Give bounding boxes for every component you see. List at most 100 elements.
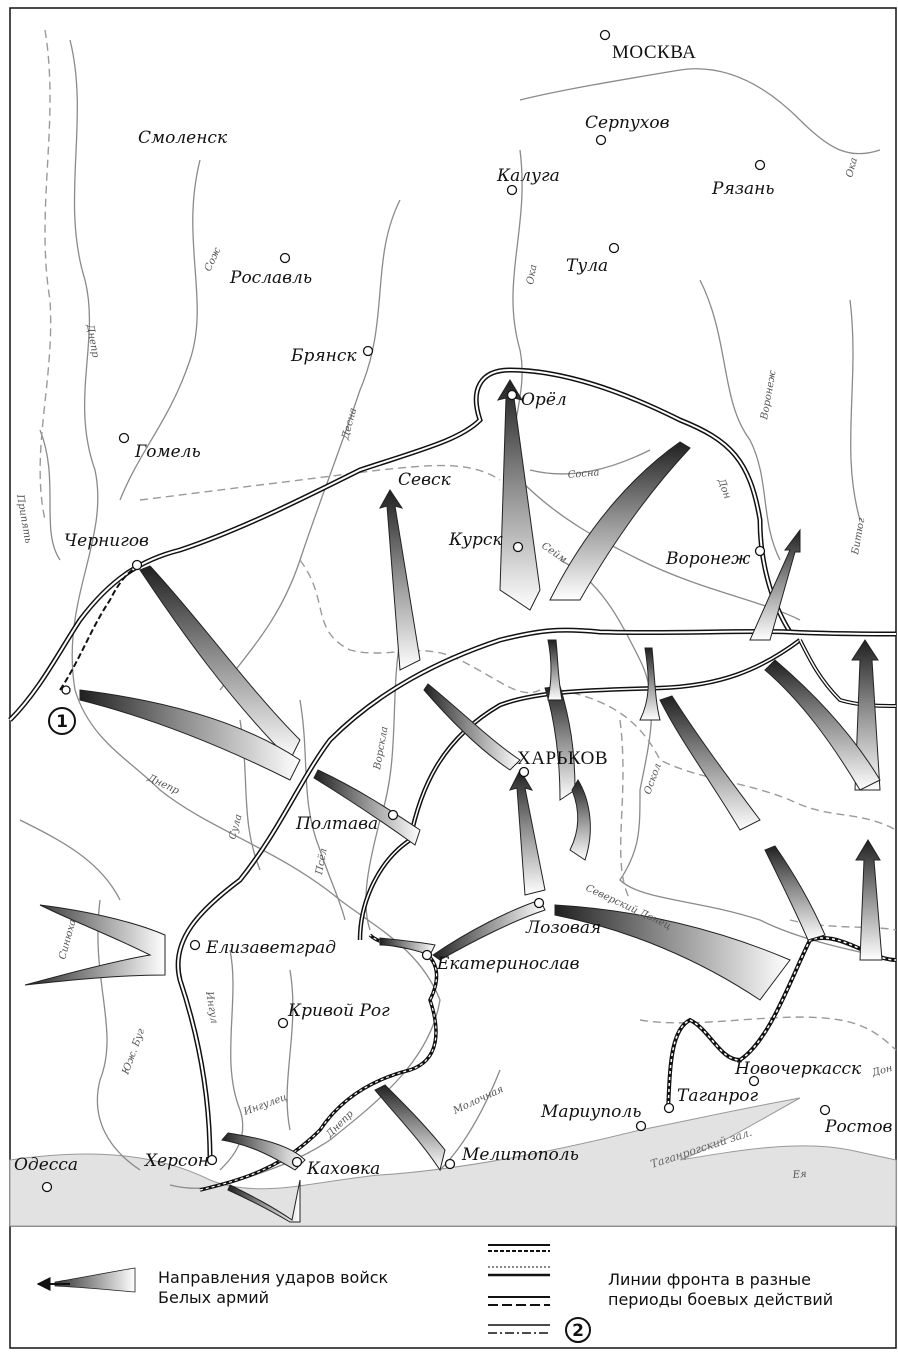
city-dot	[608, 242, 620, 254]
river-label: Ока	[525, 264, 539, 286]
marker-2: 2	[565, 1317, 591, 1343]
marker-1: 1	[48, 707, 76, 735]
attack-arrow	[764, 659, 881, 791]
city-label-kharkov: ХАРЬКОВ	[517, 748, 608, 769]
river-label: Молочная	[451, 1084, 506, 1117]
city-dot	[754, 545, 766, 557]
attack-arrow	[639, 647, 661, 721]
city-dot	[819, 1104, 831, 1116]
attack-arrow	[374, 1084, 446, 1172]
city-dot	[61, 685, 71, 695]
city-label-kaluga: Калуга	[496, 166, 560, 186]
city-label-tula: Тула	[566, 256, 608, 276]
city-dots	[41, 29, 831, 1193]
attack-arrow	[378, 489, 421, 671]
attack-arrow	[509, 768, 546, 896]
city-label-elizavetgrad: Елизаветград	[205, 938, 336, 958]
attack-arrow	[313, 769, 421, 846]
city-labels: МОСКВА Серпухов Калуга Рязань Смоленск Р…	[14, 42, 893, 1179]
city-dot	[444, 1158, 456, 1170]
city-label-smolensk: Смоленск	[138, 128, 228, 148]
marker-1-label: 1	[56, 712, 68, 732]
river-labels: Ока Ока Сож Днепр Десна Воронеж Сосна До…	[14, 156, 894, 1181]
legend-front-line2: периоды боевых действий	[608, 1290, 833, 1309]
legend-front-line-samples	[488, 1244, 550, 1334]
legend-front-line1: Линии фронта в разные	[608, 1270, 811, 1289]
legend: Направления ударов войск Белых армий 2 Л…	[36, 1244, 833, 1343]
city-label-krivoy-rog: Кривой Рог	[287, 1001, 390, 1021]
city-dot	[387, 809, 399, 821]
legend-arrows-line1: Направления ударов войск	[158, 1268, 389, 1287]
city-label-lozovaya: Лозовая	[525, 918, 601, 938]
river-label: Сосна	[567, 467, 600, 481]
attack-arrow	[24, 904, 166, 986]
city-label-ryazan: Рязань	[711, 179, 775, 199]
city-dot	[206, 1154, 218, 1166]
attack-arrow	[855, 839, 883, 961]
river-label: Дон	[870, 1063, 894, 1079]
city-dot	[635, 1120, 647, 1132]
attack-arrow	[749, 528, 801, 641]
marker-2-label: 2	[572, 1321, 584, 1341]
city-dot	[506, 389, 518, 401]
city-label-poltava: Полтава	[295, 814, 378, 834]
city-label-kherson: Херсон	[143, 1151, 209, 1171]
attack-arrow	[764, 845, 826, 941]
city-dot	[131, 559, 143, 571]
sea-of-azov	[9, 1097, 897, 1227]
river-label: Днепр	[324, 1108, 357, 1141]
city-label-ekaterinoslav: Екатеринослав	[436, 954, 580, 974]
legend-arrows-line2: Белых армий	[158, 1288, 269, 1307]
attack-arrows	[24, 379, 883, 1223]
city-dot	[506, 184, 518, 196]
city-label-mariupol: Мариуполь	[540, 1102, 642, 1122]
river-label: Ея	[791, 1169, 807, 1181]
river-label: Сейм	[539, 540, 569, 565]
river-label: Ингул	[203, 990, 220, 1025]
attack-arrow	[659, 695, 761, 831]
attack-arrow	[496, 379, 541, 611]
city-label-taganrog: Таганрог	[677, 1086, 759, 1106]
city-label-rostov: Ростов	[824, 1117, 893, 1137]
city-dot	[291, 1156, 303, 1168]
attack-arrow	[569, 779, 591, 861]
city-dot	[362, 345, 374, 357]
river-label: Псёл	[314, 847, 330, 876]
river-label: Припять	[14, 493, 34, 545]
front-lines	[8, 367, 897, 1192]
city-dot	[421, 949, 433, 961]
city-dot	[518, 766, 530, 778]
river-label: Ингулец	[241, 1092, 288, 1118]
city-dot	[748, 1075, 760, 1087]
river-label: Оскол	[642, 762, 663, 796]
city-dot	[118, 432, 130, 444]
attack-arrow	[79, 689, 301, 781]
attack-arrow	[432, 899, 546, 961]
attack-arrow	[139, 565, 301, 761]
legend-arrow-sample	[36, 1267, 136, 1293]
attack-arrow	[549, 441, 691, 601]
city-label-sevsk: Севск	[398, 470, 451, 490]
river-label: Сож	[203, 245, 224, 273]
river-label: Дон	[715, 476, 733, 500]
city-dot	[595, 134, 607, 146]
city-label-chernigov: Чернигов	[64, 531, 149, 551]
city-dot	[279, 252, 291, 264]
attack-arrow	[227, 1179, 301, 1223]
city-label-orel: Орёл	[521, 390, 567, 410]
city-dot	[189, 939, 201, 951]
river-label: Воронеж	[759, 369, 779, 421]
river-label: Битюг	[850, 517, 867, 556]
river-label: Юж. Буг	[120, 1027, 147, 1077]
city-dot	[41, 1181, 53, 1193]
attack-arrow	[554, 904, 791, 1001]
city-label-kursk: Курск	[448, 530, 503, 550]
river-label: Ворскла	[372, 726, 391, 772]
city-dot	[533, 897, 545, 909]
river-label: Ока	[844, 156, 860, 178]
city-label-roslavl: Рославль	[229, 268, 312, 288]
city-label-bryansk: Брянск	[290, 346, 357, 366]
city-dot	[663, 1102, 675, 1114]
